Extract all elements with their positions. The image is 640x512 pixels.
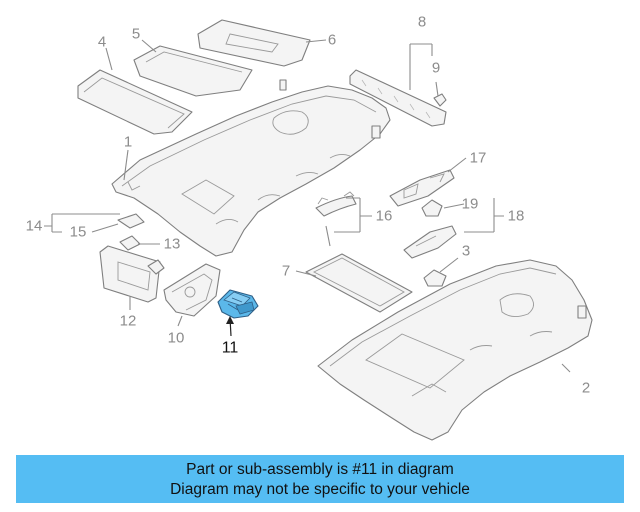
callout-17: 17 (470, 150, 487, 167)
parts-diagram: 1 2 3 4 5 6 7 8 9 10 11 12 13 14 15 16 1… (26, 14, 593, 441)
banner-disclaimer: Diagram may not be specific to your vehi… (170, 481, 470, 498)
part-16-assist-handle (315, 191, 357, 247)
callout-18: 18 (508, 208, 525, 225)
callout-13: 13 (164, 236, 181, 253)
callout-14: 14 (26, 218, 43, 235)
part-10-console-housing (163, 263, 221, 317)
callout-16: 16 (376, 208, 393, 225)
callout-3: 3 (462, 243, 470, 260)
part-1-headliner (111, 79, 391, 257)
callout-labels: 1 2 3 4 5 6 7 8 9 10 11 12 13 14 15 16 1… (26, 14, 591, 397)
callout-6: 6 (328, 32, 336, 49)
callout-12: 12 (120, 313, 137, 330)
callout-8: 8 (418, 14, 426, 31)
callout-11: 11 (222, 340, 239, 357)
part-4-headliner-pad (77, 69, 193, 135)
part-18-bracket (403, 225, 457, 259)
callout-15: 15 (70, 224, 87, 241)
callout-7: 7 (282, 263, 290, 280)
part-17-bracket (389, 169, 455, 207)
callout-1: 1 (124, 134, 132, 151)
part-13-clip (119, 235, 141, 251)
part-15-clip (117, 213, 145, 229)
banner-part-note: Part or sub-assembly is #11 in diagram (186, 461, 454, 478)
part-9-clip (433, 93, 447, 107)
callout-19: 19 (462, 196, 479, 213)
info-banner: Part or sub-assembly is #11 in diagram D… (16, 455, 624, 503)
callout-9: 9 (432, 60, 440, 77)
part-2-headliner (317, 259, 593, 441)
part-12-sun-visor (99, 245, 165, 303)
part-5-headliner-pad (133, 45, 253, 97)
part-3-clip (423, 269, 447, 287)
part-11-lamp-assembly (217, 289, 259, 319)
callout-10: 10 (168, 330, 185, 347)
callout-4: 4 (98, 34, 106, 51)
part-7-sunroof-glass (305, 253, 413, 313)
part-8-trim-strip (349, 69, 447, 127)
callout-5: 5 (132, 26, 140, 43)
part-6-headliner-pad (197, 19, 311, 67)
callout-2: 2 (582, 380, 590, 397)
part-19-clip (421, 199, 443, 217)
leader-lines (44, 39, 571, 373)
